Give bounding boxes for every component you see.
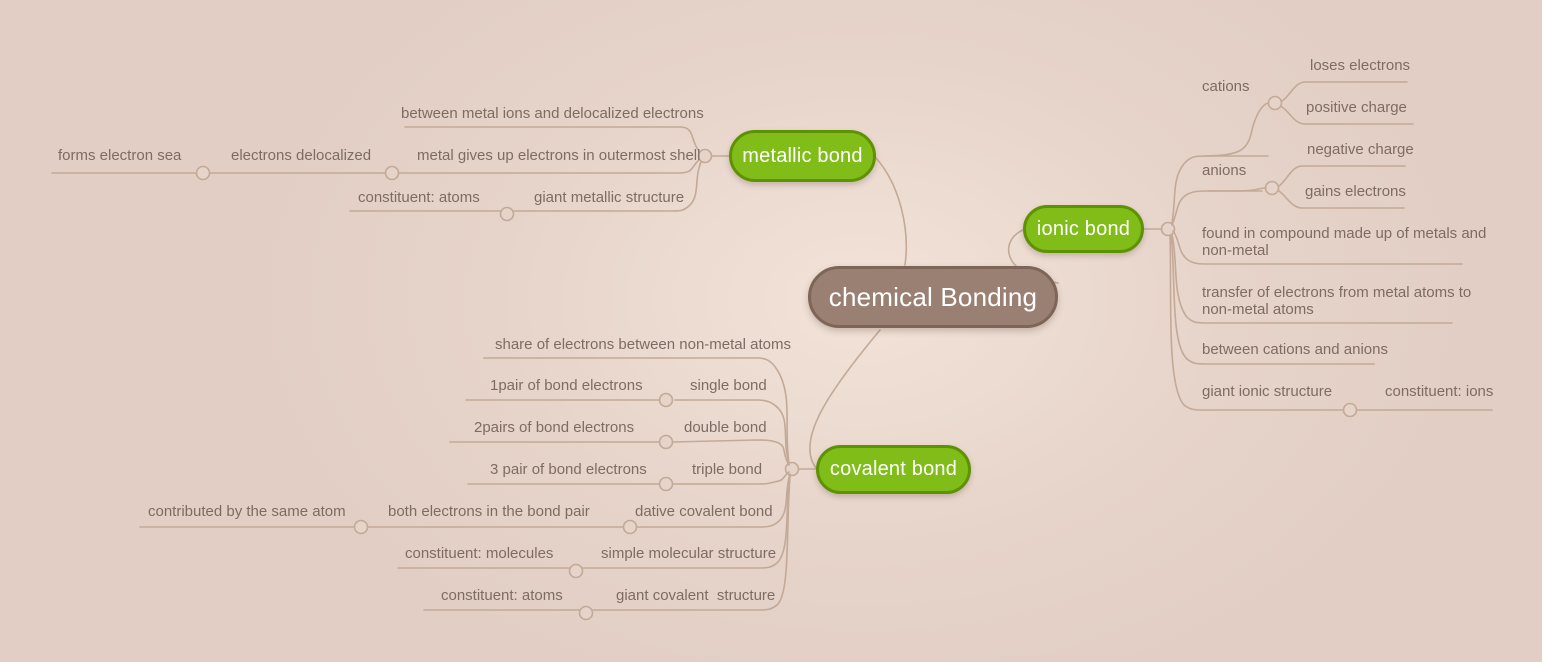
leaf-covalent-c2a[interactable]: 1pair of bond electrons bbox=[490, 377, 643, 394]
hub-i6 bbox=[1342, 402, 1358, 418]
hub-i1 bbox=[1267, 95, 1283, 111]
leaf-covalent-c5b[interactable]: contributed by the same atom bbox=[148, 503, 346, 520]
leaf-ionic-i1a[interactable]: loses electrons bbox=[1310, 57, 1411, 74]
hub-m2a bbox=[384, 165, 400, 181]
hub-c4 bbox=[658, 476, 674, 492]
branch-node-covalent-label: covalent bond bbox=[829, 458, 958, 480]
leaf-ionic-i6a[interactable]: constituent: ions bbox=[1385, 383, 1494, 400]
leaf-ionic-i4[interactable]: transfer of electrons from metal atoms t… bbox=[1202, 284, 1472, 318]
leaf-covalent-c3[interactable]: double bond bbox=[684, 419, 767, 436]
hub-c7 bbox=[578, 605, 594, 621]
leaf-metallic-m2[interactable]: metal gives up electrons in outermost sh… bbox=[417, 147, 701, 164]
hub-c5 bbox=[622, 519, 638, 535]
wire-i2 bbox=[1171, 190, 1263, 226]
hub-m3 bbox=[499, 206, 515, 222]
leaf-covalent-c6a[interactable]: constituent: molecules bbox=[405, 545, 554, 562]
leaf-metallic-m3a[interactable]: constituent: atoms bbox=[358, 189, 480, 206]
hub-m2 bbox=[195, 165, 211, 181]
root-node[interactable]: chemical Bonding bbox=[808, 266, 1058, 328]
leaf-ionic-i6[interactable]: giant ionic structure bbox=[1202, 383, 1333, 400]
leaf-metallic-m2a[interactable]: electrons delocalized bbox=[231, 147, 372, 164]
hub-c6 bbox=[568, 563, 584, 579]
leaf-covalent-c3a[interactable]: 2pairs of bond electrons bbox=[474, 419, 635, 436]
branch-node-covalent[interactable]: covalent bond bbox=[816, 445, 971, 494]
wire-i1-stem bbox=[1204, 102, 1269, 157]
leaf-covalent-c2[interactable]: single bond bbox=[690, 377, 767, 394]
wire-root-to-metallic bbox=[875, 157, 908, 266]
leaf-covalent-c4a[interactable]: 3 pair of bond electrons bbox=[490, 461, 647, 478]
leaf-covalent-c5a[interactable]: both electrons in the bond pair bbox=[388, 503, 590, 520]
leaf-covalent-c1[interactable]: share of electrons between non-metal ato… bbox=[495, 336, 791, 353]
leaf-ionic-i1[interactable]: cations bbox=[1202, 78, 1250, 95]
leaf-ionic-i2a[interactable]: negative charge bbox=[1307, 141, 1414, 158]
branch-node-ionic[interactable]: ionic bond bbox=[1023, 205, 1144, 253]
leaf-ionic-i1b[interactable]: positive charge bbox=[1306, 99, 1407, 116]
leaf-ionic-i5[interactable]: between cations and anions bbox=[1202, 341, 1388, 358]
hub-c2 bbox=[658, 392, 674, 408]
leaf-metallic-m3[interactable]: giant metallic structure bbox=[534, 189, 685, 206]
leaf-covalent-c5[interactable]: dative covalent bond bbox=[635, 503, 773, 520]
leaf-covalent-c7[interactable]: giant covalent structure bbox=[616, 587, 776, 604]
hub-ionic bbox=[1160, 221, 1176, 237]
hub-c3 bbox=[658, 434, 674, 450]
leaf-ionic-i3[interactable]: found in compound made up of metals and … bbox=[1202, 225, 1487, 259]
leaf-covalent-c4[interactable]: triple bond bbox=[692, 461, 763, 478]
wire-c1 bbox=[483, 357, 790, 464]
root-node-label: chemical Bonding bbox=[828, 281, 1038, 312]
hub-i2 bbox=[1264, 180, 1280, 196]
leaf-covalent-c7a[interactable]: constituent: atoms bbox=[441, 587, 563, 604]
leaf-metallic-m1[interactable]: between metal ions and delocalized elect… bbox=[401, 105, 704, 122]
leaf-ionic-i2[interactable]: anions bbox=[1202, 162, 1247, 179]
leaf-metallic-m2b[interactable]: forms electron sea bbox=[58, 147, 182, 164]
branch-node-ionic-label: ionic bond bbox=[1036, 217, 1131, 240]
leaf-covalent-c6[interactable]: simple molecular structure bbox=[601, 545, 777, 562]
hub-covalent bbox=[784, 461, 800, 477]
branch-node-metallic-label: metallic bond bbox=[742, 144, 863, 167]
hub-c5b bbox=[353, 519, 369, 535]
wire-i2-stem bbox=[1207, 187, 1267, 192]
leaf-ionic-i2b[interactable]: gains electrons bbox=[1305, 183, 1406, 200]
branch-node-metallic[interactable]: metallic bond bbox=[729, 130, 876, 182]
